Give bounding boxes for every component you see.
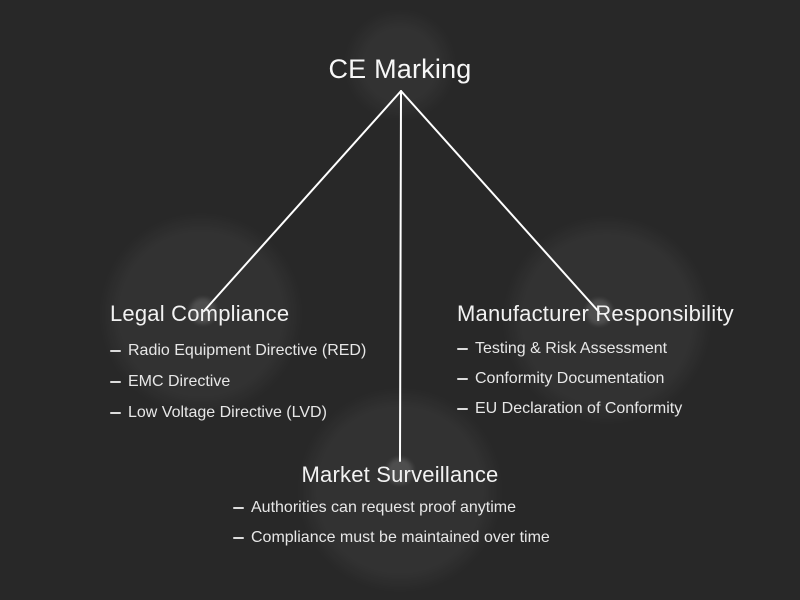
node-item-list: Testing & Risk Assessment Conformity Doc… xyxy=(457,339,734,418)
dash-icon xyxy=(110,411,121,414)
list-item: Compliance must be maintained over time xyxy=(233,528,550,547)
node-item-list: Radio Equipment Directive (RED) EMC Dire… xyxy=(110,341,366,422)
root-node-label: CE Marking xyxy=(328,54,472,84)
dash-icon xyxy=(110,349,121,352)
dash-icon xyxy=(457,407,468,410)
line-endpoint-dot-right xyxy=(586,299,612,325)
connector-line-bottom xyxy=(399,90,402,462)
dash-icon xyxy=(110,380,121,383)
item-label: EU Declaration of Conformity xyxy=(475,400,683,417)
node-market-surveillance-items: Authorities can request proof anytime Co… xyxy=(233,498,550,558)
line-endpoint-dot-left xyxy=(190,298,216,324)
glow-circle-left xyxy=(109,222,293,406)
item-label: Radio Equipment Directive (RED) xyxy=(128,342,367,359)
node-item-list: Authorities can request proof anytime Co… xyxy=(233,498,550,547)
node-title-market-surveillance: Market Surveillance xyxy=(301,462,499,487)
item-label: Testing & Risk Assessment xyxy=(475,340,668,357)
list-item: EU Declaration of Conformity xyxy=(457,399,734,418)
dash-icon xyxy=(457,377,468,380)
item-label: Compliance must be maintained over time xyxy=(251,529,550,546)
list-item: EMC Directive xyxy=(110,372,366,391)
item-label: Conformity Documentation xyxy=(475,370,665,387)
item-label: EMC Directive xyxy=(128,373,231,390)
list-item: Low Voltage Directive (LVD) xyxy=(110,403,366,422)
connector-line-right xyxy=(400,90,600,313)
item-label: Low Voltage Directive (LVD) xyxy=(128,404,327,421)
node-manufacturer-responsibility: Manufacturer Responsibility Testing & Ri… xyxy=(457,300,734,429)
item-label: Authorities can request proof anytime xyxy=(251,499,517,516)
list-item: Authorities can request proof anytime xyxy=(233,498,550,517)
node-legal-compliance: Legal Compliance Radio Equipment Directi… xyxy=(110,300,366,434)
dash-icon xyxy=(457,347,468,350)
dash-icon xyxy=(233,506,244,509)
list-item: Radio Equipment Directive (RED) xyxy=(110,341,366,360)
line-endpoint-dot-bottom xyxy=(387,458,413,484)
node-title: Legal Compliance xyxy=(110,301,290,326)
connector-line-left xyxy=(203,90,402,312)
list-item: Conformity Documentation xyxy=(457,369,734,388)
list-item: Testing & Risk Assessment xyxy=(457,339,734,358)
dash-icon xyxy=(233,536,244,539)
node-title: Manufacturer Responsibility xyxy=(457,301,734,326)
glow-circle-right xyxy=(512,225,702,415)
